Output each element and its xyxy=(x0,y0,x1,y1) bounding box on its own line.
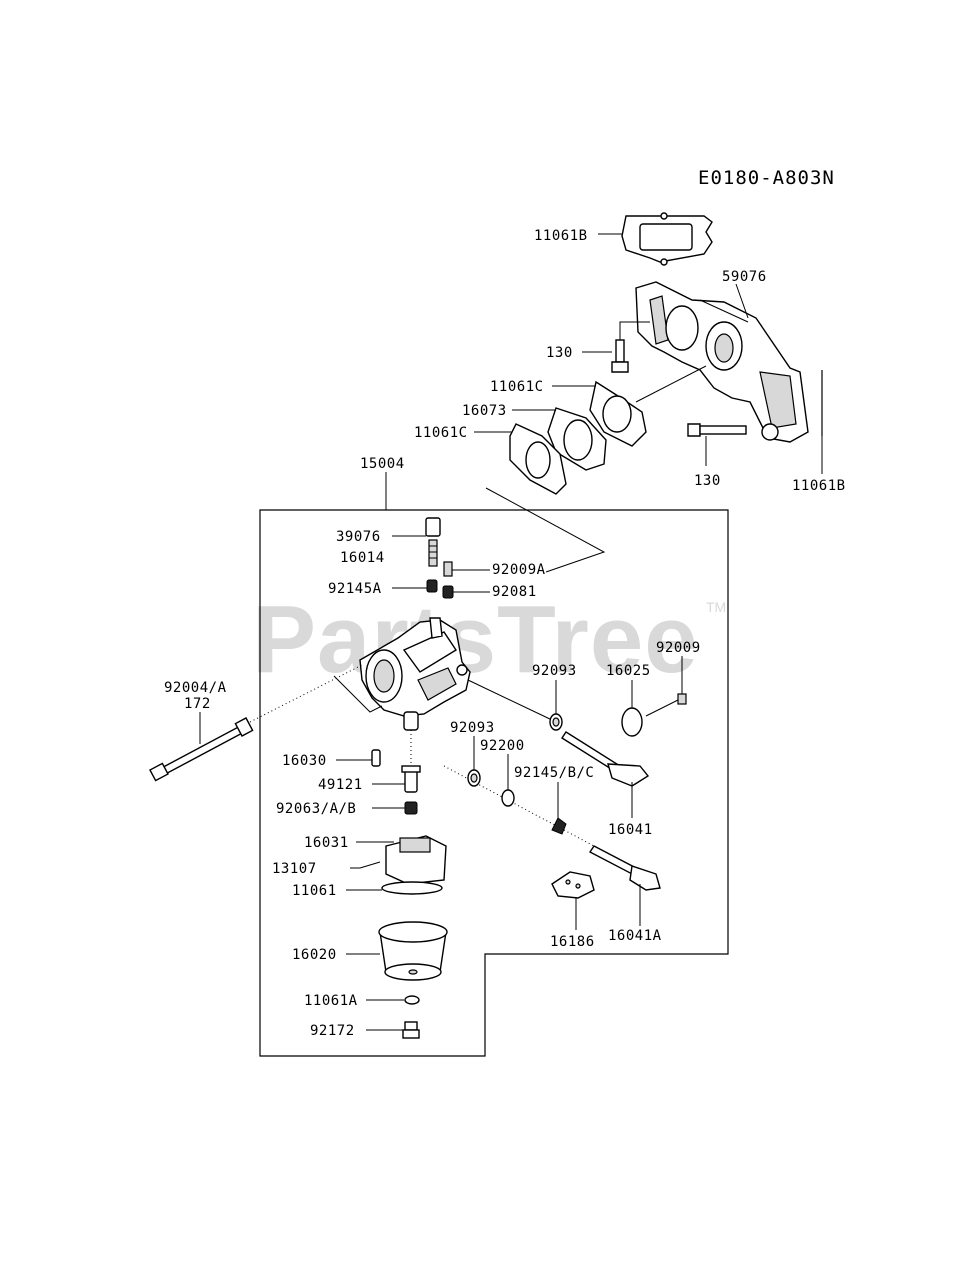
label-16041[interactable]: 16041 xyxy=(608,822,653,838)
watermark-trademark: TM xyxy=(706,599,726,615)
float-bowl-16020[interactable] xyxy=(378,921,448,981)
float-16031[interactable] xyxy=(385,835,447,885)
label-92145bc[interactable]: 92145/B/C xyxy=(514,765,594,781)
label-16014[interactable]: 16014 xyxy=(340,550,385,566)
label-130-b[interactable]: 130 xyxy=(694,473,721,489)
label-130-a[interactable]: 130 xyxy=(546,345,573,361)
label-172[interactable]: 172 xyxy=(184,696,211,712)
label-49121[interactable]: 49121 xyxy=(318,777,363,793)
label-11061b-top[interactable]: 11061B xyxy=(534,228,588,244)
alignment-line-throttle xyxy=(467,679,553,721)
label-16186[interactable]: 16186 xyxy=(550,934,595,950)
alignment-line-92009 xyxy=(645,699,679,717)
needle-16014[interactable] xyxy=(428,539,438,567)
cap-39076[interactable] xyxy=(425,517,441,537)
label-92009[interactable]: 92009 xyxy=(656,640,701,656)
label-92093-a[interactable]: 92093 xyxy=(532,663,577,679)
gasket-11061b-top[interactable] xyxy=(621,212,713,266)
bolt-130-b[interactable] xyxy=(687,423,747,437)
washer-92200[interactable] xyxy=(501,789,515,807)
alignment-line-carburetor xyxy=(485,487,606,573)
label-92172[interactable]: 92172 xyxy=(310,1023,355,1039)
choke-valve-16186[interactable] xyxy=(551,871,595,899)
label-16031[interactable]: 16031 xyxy=(304,835,349,851)
label-11061c-a[interactable]: 11061C xyxy=(490,379,544,395)
leader-130-a xyxy=(582,321,650,353)
label-92004a[interactable]: 92004/A xyxy=(164,680,227,696)
label-16073[interactable]: 16073 xyxy=(462,403,507,419)
spring-92145bc[interactable] xyxy=(551,817,567,835)
jet-92063ab[interactable] xyxy=(404,801,418,815)
label-11061b-right[interactable]: 11061B xyxy=(792,478,846,494)
pin-16030[interactable] xyxy=(371,749,381,767)
watermark: PartsTree xyxy=(252,586,699,693)
leader-59076 xyxy=(735,283,749,319)
assembly-box-15004 xyxy=(259,509,729,1057)
label-16041a[interactable]: 16041A xyxy=(608,928,662,944)
diagram-code: E0180-A803N xyxy=(698,167,835,189)
carburetor-body[interactable] xyxy=(359,617,471,731)
screw-92009[interactable] xyxy=(677,693,687,705)
label-11061[interactable]: 11061 xyxy=(292,883,337,899)
label-11061c-b[interactable]: 11061C xyxy=(414,425,468,441)
gasket-11061c-b[interactable] xyxy=(509,423,567,495)
label-16030[interactable]: 16030 xyxy=(282,753,327,769)
washer-11061a[interactable] xyxy=(404,995,420,1005)
seal-92093-b[interactable] xyxy=(467,769,481,787)
label-16025[interactable]: 16025 xyxy=(606,663,651,679)
label-11061a[interactable]: 11061A xyxy=(304,993,358,1009)
throttle-shaft-16041[interactable] xyxy=(561,731,650,787)
label-92081[interactable]: 92081 xyxy=(492,584,537,600)
label-39076[interactable]: 39076 xyxy=(336,529,381,545)
label-92093-b[interactable]: 92093 xyxy=(450,720,495,736)
label-92145a[interactable]: 92145A xyxy=(328,581,382,597)
bolt-92172[interactable] xyxy=(402,1021,420,1039)
leader-carburetor-bracket xyxy=(333,675,383,713)
gasket-11061c-a[interactable] xyxy=(589,380,647,447)
screw-92004a[interactable] xyxy=(149,717,254,782)
intake-manifold-59076[interactable] xyxy=(635,281,809,443)
label-16020[interactable]: 16020 xyxy=(292,947,337,963)
bolt-130-a[interactable] xyxy=(611,339,629,373)
label-92200[interactable]: 92200 xyxy=(480,738,525,754)
spacer-16073[interactable] xyxy=(547,407,607,471)
label-92009a[interactable]: 92009A xyxy=(492,562,546,578)
spring-92081[interactable] xyxy=(442,585,454,599)
alignment-line-manifold xyxy=(635,365,707,403)
pin-13107[interactable] xyxy=(359,861,381,869)
spring-92145a[interactable] xyxy=(426,579,438,593)
screw-92009a[interactable] xyxy=(443,561,453,577)
nozzle-49121[interactable] xyxy=(401,765,421,793)
choke-shaft-16041a[interactable] xyxy=(588,845,661,891)
label-13107[interactable]: 13107 xyxy=(272,861,317,877)
throttle-valve-16025[interactable] xyxy=(621,707,643,737)
label-92063ab[interactable]: 92063/A/B xyxy=(276,801,356,817)
seal-92093-a[interactable] xyxy=(549,713,563,731)
label-59076[interactable]: 59076 xyxy=(722,269,767,285)
label-15004[interactable]: 15004 xyxy=(360,456,405,472)
gasket-11061[interactable] xyxy=(381,881,443,895)
